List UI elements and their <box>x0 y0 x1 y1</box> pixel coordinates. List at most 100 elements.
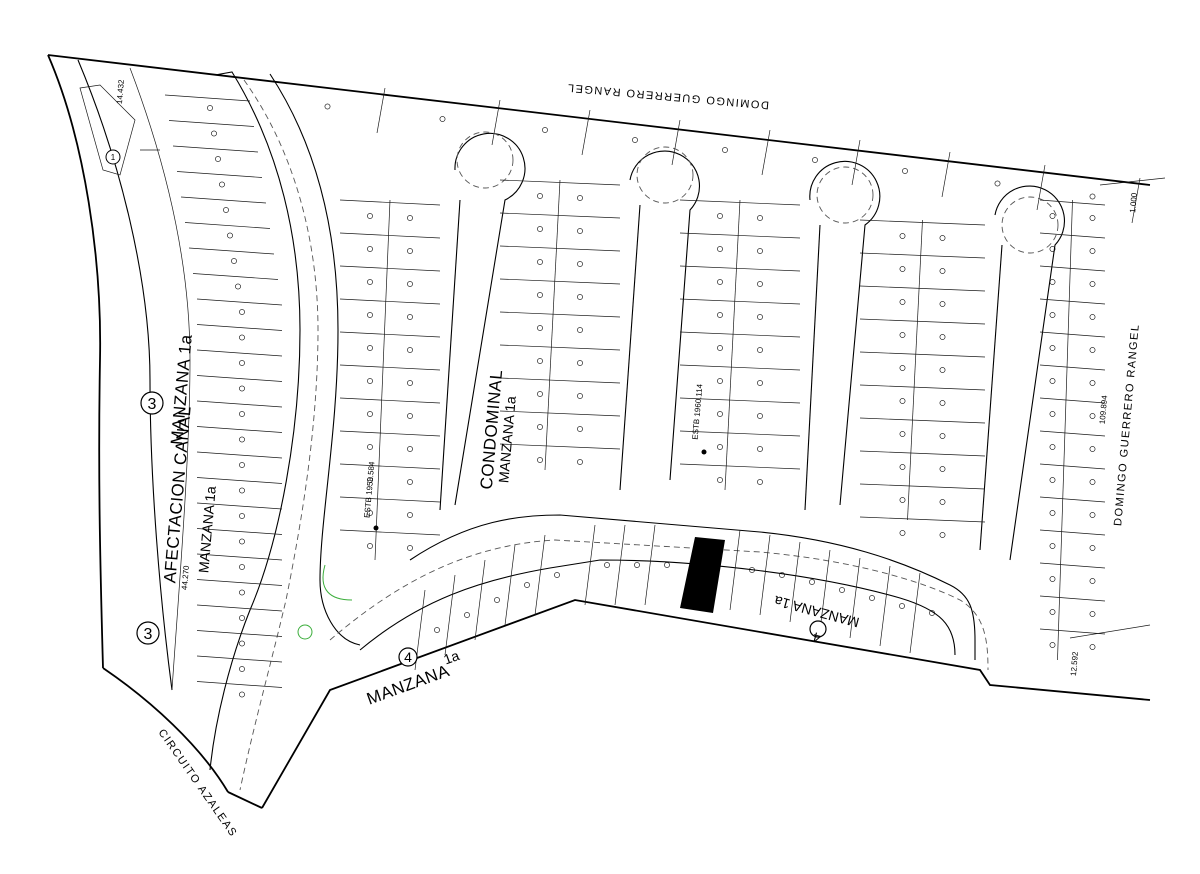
lot-marker <box>542 127 548 133</box>
lot-marker <box>407 248 413 254</box>
lot-divider <box>196 579 283 586</box>
canal-inner-edge <box>129 67 191 691</box>
lot-marker <box>223 207 229 213</box>
lot-marker <box>1089 215 1096 221</box>
lot-divider <box>499 443 621 450</box>
lot-divider <box>1039 562 1106 569</box>
lot-marker <box>577 426 583 432</box>
lot-divider <box>196 426 283 433</box>
lot-divider <box>196 528 283 535</box>
lot-spine <box>544 179 561 471</box>
lot-divider <box>172 145 259 153</box>
lot-divider <box>499 344 621 351</box>
lot-divider <box>339 232 441 239</box>
lot-marker <box>231 258 237 264</box>
lot-marker <box>899 365 906 371</box>
lot-marker <box>1089 281 1096 287</box>
lot-marker <box>839 587 845 593</box>
lot-marker <box>211 130 217 137</box>
lot-marker <box>632 137 638 143</box>
dimension-label-2: 1.000 <box>1128 192 1139 213</box>
lot-marker <box>939 334 946 340</box>
lot-divider <box>761 129 771 176</box>
lot-marker <box>324 103 331 110</box>
lot-divider <box>941 151 951 198</box>
lot-marker <box>577 459 583 465</box>
lot-divider <box>196 681 283 688</box>
lot-marker <box>1049 378 1056 384</box>
lot-divider <box>859 318 986 325</box>
lot-marker <box>577 294 583 300</box>
lot-marker <box>1049 411 1056 417</box>
lot-divider <box>759 534 771 616</box>
corner-lot-block-1 <box>79 84 136 176</box>
lot-divider <box>196 553 283 561</box>
lot-marker <box>1089 512 1096 518</box>
east-street-label: DOMINGO GUERRERO RANGEL <box>1112 323 1142 526</box>
lot-marker <box>812 157 818 163</box>
lot-marker <box>899 266 906 272</box>
lot-divider <box>192 273 279 280</box>
lot-marker <box>239 385 245 392</box>
lot-divider <box>679 232 801 239</box>
lot-marker <box>407 380 413 386</box>
lot-marker <box>537 358 543 364</box>
lot-marker <box>554 572 560 578</box>
lot-divider <box>1039 628 1106 635</box>
lot-marker <box>939 268 946 274</box>
lot-marker <box>464 612 470 618</box>
lot-divider <box>679 331 801 338</box>
dimension-label-3: 109.894 <box>1098 394 1110 424</box>
canal-strip <box>77 59 173 691</box>
lot-divider <box>491 99 501 146</box>
lot-marker <box>239 411 245 417</box>
block-4-south-badge: 4 <box>398 647 418 667</box>
lot-spine <box>1057 199 1073 661</box>
lot-divider <box>196 477 283 484</box>
lot-divider <box>196 375 283 382</box>
lot-marker <box>757 281 763 287</box>
lot-marker <box>902 168 908 174</box>
lot-marker <box>899 431 906 437</box>
lot-marker <box>367 477 373 483</box>
lot-marker <box>757 380 763 386</box>
lot-marker <box>537 325 543 331</box>
cul-de-sacs <box>439 131 1065 561</box>
lot-divider <box>196 324 283 331</box>
lot-marker <box>1089 479 1096 485</box>
lot-marker <box>577 195 583 201</box>
lot-divider <box>196 400 283 408</box>
lot-divider <box>679 430 801 437</box>
lot-marker <box>1089 644 1096 650</box>
lot-marker <box>407 479 413 485</box>
lot-divider <box>499 245 621 252</box>
lot-marker <box>1089 347 1096 353</box>
lot-marker <box>407 545 413 551</box>
manzana-center-label: MANZANA 1a <box>495 395 519 483</box>
lot-divider <box>499 212 621 219</box>
lot-marker <box>537 292 543 298</box>
lot-divider <box>789 541 801 623</box>
svg-text:1: 1 <box>111 153 116 162</box>
lot-marker <box>939 367 946 373</box>
lot-divider <box>474 559 486 641</box>
lot-divider <box>859 252 986 259</box>
west-road-centerline <box>239 79 319 791</box>
west-road-outer <box>209 71 301 771</box>
lot-divider <box>180 196 267 204</box>
lot-marker <box>367 246 373 252</box>
lot-marker <box>1049 246 1056 252</box>
lot-marker <box>407 446 413 452</box>
lot-marker <box>809 579 815 585</box>
dimension-label-4: 44.270 <box>180 565 191 591</box>
station-label-west: ESTB 1958.584 <box>363 461 377 519</box>
lot-marker <box>367 378 373 384</box>
lot-marker <box>367 213 373 219</box>
lot-divider <box>376 87 386 134</box>
lot-marker <box>537 457 543 463</box>
lot-marker <box>1049 444 1056 450</box>
highlighted-lot[interactable] <box>680 537 725 613</box>
lot-marker <box>239 462 245 468</box>
lot-marker <box>899 233 906 239</box>
